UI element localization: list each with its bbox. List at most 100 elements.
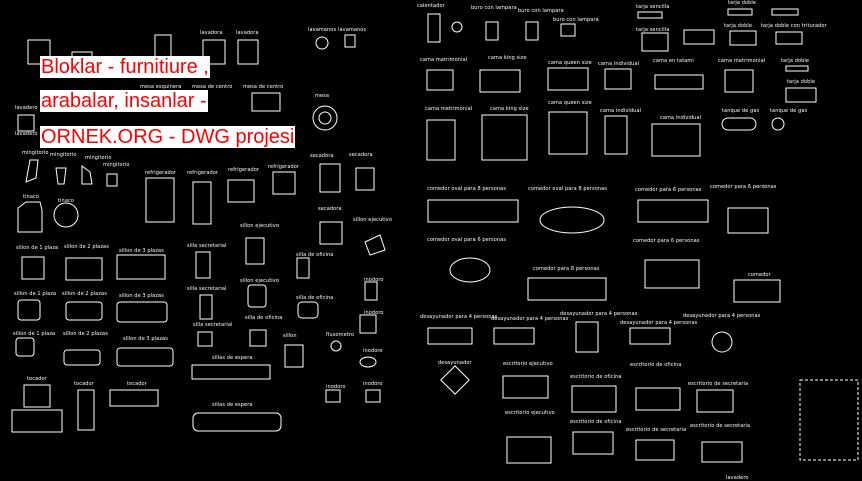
- secretary-desk-block: [701, 441, 743, 463]
- water-tank-block: [53, 202, 79, 228]
- label-inodoro: inodoro: [363, 348, 383, 354]
- washbasin-block: [344, 34, 356, 48]
- office-chair-block: [249, 329, 267, 347]
- label-desayunador-4: desayunador para 4 personas: [683, 313, 761, 319]
- label-sillon-ejecutivo: sillon ejecutivo: [353, 217, 393, 223]
- double-sink-block: [771, 8, 799, 16]
- label-comedor-6: comedor para 6 personas: [710, 184, 777, 190]
- label-calentador: calentador: [417, 3, 445, 9]
- label-inodoro: inodoro: [363, 381, 383, 387]
- nightstand-block: [560, 23, 576, 37]
- label-mingitorio: mingitorio: [103, 162, 130, 168]
- washer-block: [237, 39, 259, 65]
- label-desayunador-4: desayunador para 4 personas: [420, 314, 498, 320]
- sofa-3-block: [116, 347, 174, 367]
- label-mingitorio: mingitorio: [22, 150, 49, 156]
- label-comedor-oval-6: comedor oval para 6 personas: [427, 237, 507, 243]
- label-escritorio-de-oficina: escritorio de oficina: [570, 419, 622, 425]
- label-tocador: tocador: [74, 381, 94, 387]
- bed-block: [548, 111, 588, 155]
- dryer-block: [319, 163, 341, 193]
- label-mesa-de-centro: mesa de centro: [243, 84, 284, 90]
- executive-chair-block: [245, 237, 265, 265]
- label-cama-matrimonial: cama matrimonial: [425, 106, 473, 112]
- label-cama-king-size: cama king size: [490, 106, 529, 112]
- label-cama-king-size: cama king size: [488, 55, 527, 61]
- label-refrigerador: refrigerador: [268, 164, 300, 170]
- label-comedor-oval-8: comedor oval para 8 personas: [427, 186, 507, 192]
- dining-elevation-block: [637, 199, 709, 223]
- label-desayunador-4: desayunador para 4 personas: [620, 320, 698, 326]
- bed-block: [604, 68, 632, 90]
- double-sink-block: [785, 87, 817, 103]
- double-sink-block: [785, 65, 809, 72]
- label-silla-de-oficina: silla de oficina: [296, 252, 334, 258]
- label-desayunador-4: desayunador para 4 personas: [560, 311, 638, 317]
- label-sillon-ejecutivo: sillon ejecutivo: [240, 223, 280, 229]
- label-tinaco: tinaco: [23, 194, 39, 200]
- sink-block: [683, 29, 715, 45]
- label-escritorio-ejecutivo: escritorio ejecutivo: [503, 361, 553, 367]
- tatami-bed-block: [654, 74, 704, 90]
- waiting-chairs-block: [191, 364, 271, 380]
- label-tarja-doble-con-triturador: tarja doble con triturador: [761, 23, 827, 29]
- label-comedor: comedor: [748, 272, 771, 278]
- label-tanque-de-gas: tanque de gas: [770, 108, 808, 114]
- label-cama-queen-size: cama queen size: [548, 60, 592, 66]
- mini-symbols-block: [799, 379, 859, 461]
- dresser-chair-block: [77, 389, 95, 431]
- label-lavadero: lavadero: [726, 475, 749, 481]
- washer-block: [27, 39, 51, 65]
- office-desk-block: [635, 387, 681, 411]
- bed-block: [547, 67, 589, 91]
- label-sillon-2-plazas: sillon de 2 plazas: [63, 331, 108, 337]
- toilet-block: [359, 314, 377, 334]
- executive-chair-block: [364, 234, 386, 256]
- label-buro-con-lampara: buro con lampara: [471, 5, 517, 11]
- label-lavadora: lavadora: [236, 30, 259, 36]
- label-comedor-8: comedor para 8 personas: [533, 266, 600, 272]
- label-comedor-6: comedor para 6 personas: [633, 238, 700, 244]
- dresser-top-block: [109, 389, 159, 407]
- toilet-block: [365, 389, 381, 403]
- round-table-block: [312, 105, 338, 131]
- label-tarja-doble: tarja doble: [724, 23, 753, 29]
- executive-desk-block: [506, 436, 552, 464]
- bed-block: [651, 123, 701, 157]
- label-buro-con-lampara: buro con lampara: [518, 8, 564, 14]
- armchair-block: [17, 299, 41, 321]
- label-inodoro: inodoro: [326, 384, 346, 390]
- sofa-2-block: [65, 257, 103, 281]
- executive-desk-block: [502, 375, 549, 399]
- label-cama-en-tatami: cama en tatami: [653, 58, 694, 64]
- urinal-block: [55, 167, 67, 185]
- office-chair-block: [296, 257, 310, 279]
- secretarial-chair-block: [195, 251, 211, 279]
- label-mesa-de-centro: mesa de centro: [192, 84, 233, 90]
- label-sillon-3-plazas: sillon de 3 plazas: [119, 293, 164, 299]
- washbasin-block: [315, 36, 329, 50]
- bed-block: [479, 69, 521, 93]
- label-cama-queen-size: cama queen size: [548, 100, 592, 106]
- toilet-block: [364, 281, 378, 301]
- dining-elevation-block: [527, 277, 607, 301]
- dining-elevation-block: [733, 279, 781, 303]
- label-desayunador: desayunador: [438, 360, 472, 366]
- label-refrigerador: refrigerador: [228, 167, 260, 173]
- secretary-desk-block: [696, 389, 734, 413]
- bed-block: [426, 69, 454, 91]
- overlay-title-line-2: arabalar, insanlar -: [40, 90, 208, 112]
- label-silla-secretarial: silla secretarial: [187, 243, 227, 249]
- label-sillas-de-espera: sillas de espera: [212, 402, 253, 408]
- water-heater-block: [427, 13, 441, 43]
- breakfast-elevation-block: [427, 327, 473, 345]
- breakfast-elevation-block: [493, 327, 535, 345]
- armchair-block: [284, 344, 304, 368]
- label-tarja-sencilla: tarja sencilla: [636, 4, 670, 10]
- sink-block: [637, 11, 663, 19]
- breakfast-table-block: [575, 321, 599, 353]
- label-mingitorio: mingitorio: [85, 155, 112, 161]
- secretarial-chair-block: [197, 331, 213, 347]
- armchair-block: [21, 256, 45, 280]
